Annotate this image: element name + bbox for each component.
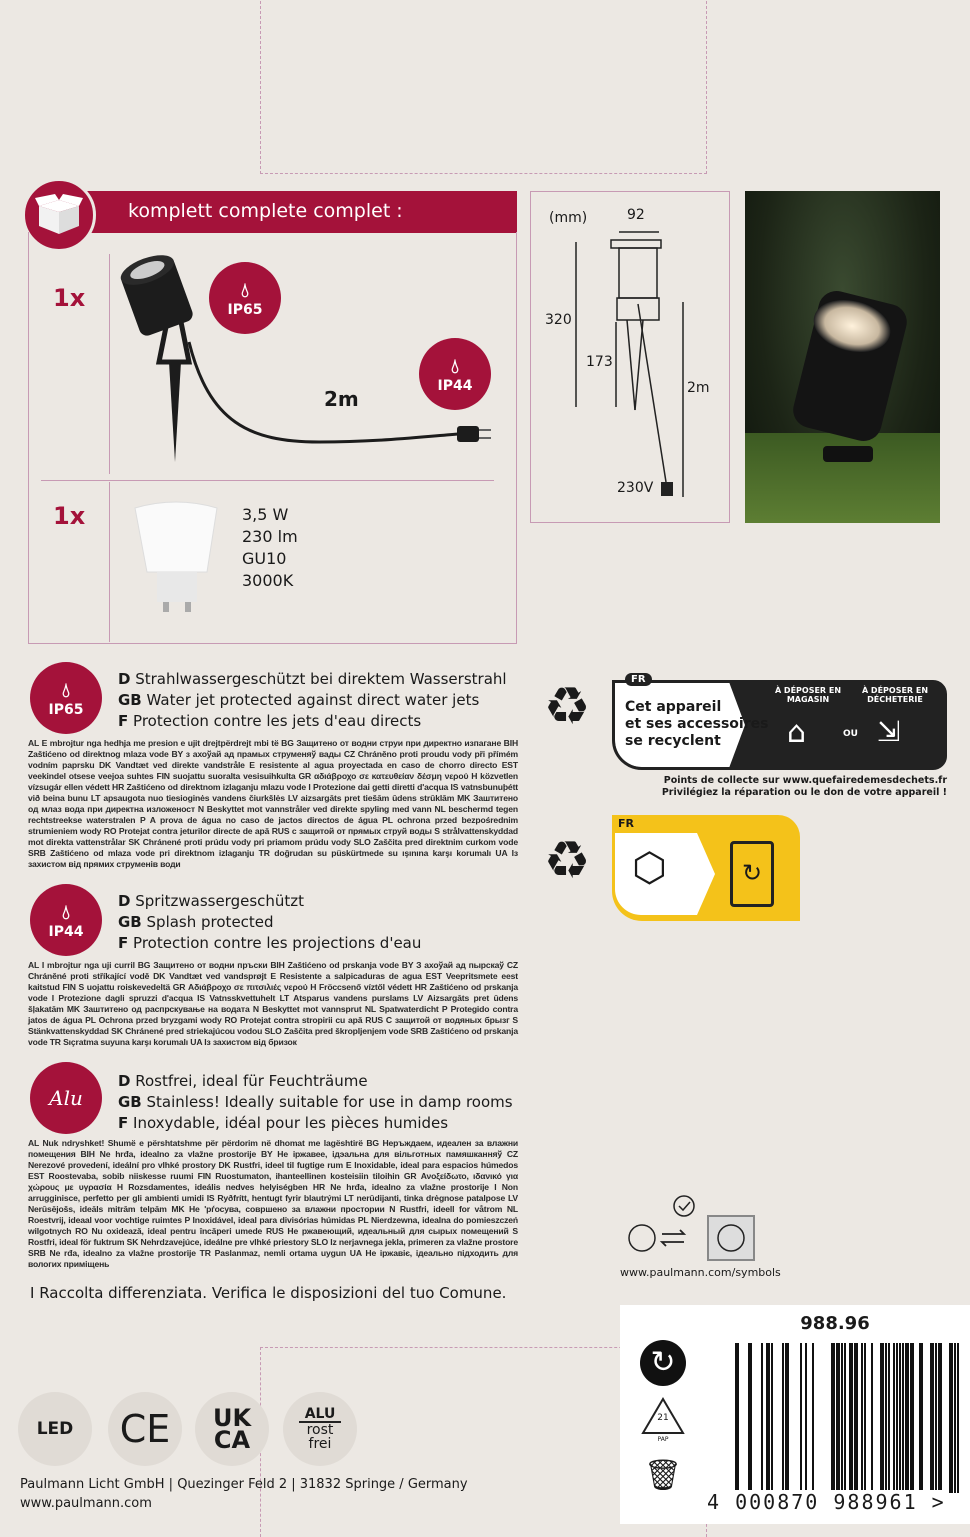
barcode-bar	[782, 1343, 784, 1493]
cable-label: 2m	[687, 380, 710, 396]
voltage-label: 230V	[617, 480, 654, 496]
ip65-translations: AL E mbrojtur nga hedhja me presion e uj…	[28, 738, 518, 869]
barcode-bar	[766, 1343, 770, 1493]
barcode-bar	[910, 1343, 914, 1493]
barcode-digits: 4 000870 988961 >	[707, 1490, 946, 1514]
water-drop-icon: 💧︎	[62, 900, 70, 924]
article-number: 988.96	[800, 1313, 870, 1334]
barcode-bar	[800, 1343, 802, 1493]
barcode-bar	[930, 1343, 934, 1493]
alu-section: Alu D Rostfrei, ideal für Feuchträume GB…	[28, 1062, 518, 1270]
barcode-bar	[899, 1343, 901, 1493]
barcode-bar	[864, 1343, 866, 1493]
barcode-bar	[785, 1343, 789, 1493]
dimension-drawing: (mm) 92 320 173 2m 230V	[530, 191, 730, 523]
barcode-bar	[888, 1343, 890, 1493]
ip65-section: 💧︎IP65 D Strahlwassergeschützt bei direk…	[28, 662, 518, 870]
ip44-section: 💧︎IP44 D Spritzwassergeschützt GB Splash…	[28, 884, 518, 1048]
company-website[interactable]: www.paulmann.com	[20, 1496, 152, 1511]
barcode	[735, 1343, 959, 1493]
barcode-bar	[871, 1343, 873, 1493]
barcode-bar	[735, 1343, 739, 1493]
barcode-bar	[748, 1343, 752, 1493]
ip65-badge: 💧︎IP65	[209, 262, 281, 334]
barcode-bar	[805, 1343, 807, 1493]
barcode-bar	[896, 1343, 898, 1493]
barcode-bar	[893, 1343, 895, 1493]
dieline-top	[260, 0, 707, 174]
fr-tag: FR	[625, 673, 652, 686]
barcode-bar	[885, 1343, 887, 1493]
ip44-badge: 💧︎IP44	[419, 338, 491, 410]
shop-icon: ⌂	[787, 715, 807, 750]
alu-badge: Alu	[30, 1062, 102, 1134]
barcode-bar	[849, 1343, 853, 1493]
barcode-bar	[841, 1343, 843, 1493]
gu10-bulb-image	[134, 501, 218, 612]
ip65-badge: 💧︎IP65	[30, 662, 102, 734]
box-icon	[22, 178, 96, 252]
led-mark: LED	[18, 1392, 92, 1466]
waste-center-icon: ⇲	[877, 715, 901, 748]
barcode-bar	[854, 1343, 858, 1493]
ip44-translations: AL I mbrojtur nga uji curril BG Защитено…	[28, 960, 518, 1047]
barcode-bar	[957, 1343, 959, 1493]
water-drop-icon: 💧︎	[451, 354, 459, 378]
barcode-bar	[861, 1343, 863, 1493]
barcode-bar	[771, 1343, 773, 1493]
spotlight-product-image	[120, 255, 491, 462]
spike-label: 173	[586, 354, 613, 370]
box-icon: ⬡	[632, 845, 667, 891]
triman-icon: ♻︎	[543, 831, 591, 891]
barcode-bar	[938, 1343, 942, 1493]
product-photo	[745, 191, 940, 523]
italy-recycling-note: I Raccolta differenziata. Verifica le di…	[30, 1284, 507, 1302]
barcode-bar	[902, 1343, 904, 1493]
barcode-bar	[935, 1343, 937, 1493]
barcode-bar	[831, 1343, 835, 1493]
barcode-bar	[844, 1343, 846, 1493]
info-sections: 💧︎IP65 D Strahlwassergeschützt bei direk…	[28, 662, 518, 1302]
triman-icon: ♻︎	[543, 677, 591, 737]
water-drop-icon: 💧︎	[241, 278, 249, 302]
height-label: 320	[545, 312, 572, 328]
barcode-bar	[919, 1343, 923, 1493]
pap-recycling-icon: 21 PAP	[640, 1396, 686, 1446]
width-label: 92	[627, 207, 645, 223]
barcode-bar	[880, 1343, 884, 1493]
company-address: Paulmann Licht GmbH | Quezinger Feld 2 |…	[20, 1477, 468, 1492]
quantity-spotlight: 1x	[53, 284, 86, 312]
quantity-bulb: 1x	[53, 502, 86, 530]
barcode-bar	[905, 1343, 909, 1493]
alu-translations: AL Nuk ndryshket! Shumë e përshtatshme p…	[28, 1138, 518, 1269]
ip44-badge: 💧︎IP44	[30, 884, 102, 956]
symbols-url: www.paulmann.com/symbols	[620, 1266, 781, 1279]
collection-note: Points de collecte sur www.quefairedemes…	[661, 775, 947, 798]
tidyman-icon: 🗑︎	[644, 1458, 683, 1493]
green-dot-icon: ↻	[640, 1340, 686, 1386]
packaging-recycling-label: FR ⬡ ↻	[612, 815, 800, 921]
barcode-bar	[812, 1343, 814, 1493]
unit-label: (mm)	[549, 210, 588, 226]
barcode-bar	[954, 1343, 956, 1493]
ce-mark: CE	[108, 1392, 182, 1466]
barcode-bar	[949, 1343, 953, 1493]
barcode-bar	[761, 1343, 763, 1493]
barcode-bar	[836, 1343, 840, 1493]
cable-length-label: 2m	[324, 387, 359, 411]
recycling-bin-icon: ↻	[730, 841, 774, 907]
water-drop-icon: 💧︎	[62, 678, 70, 702]
contents-header: komplett complete complet :	[60, 191, 517, 233]
replaceable-light-source-icon	[628, 1195, 755, 1261]
